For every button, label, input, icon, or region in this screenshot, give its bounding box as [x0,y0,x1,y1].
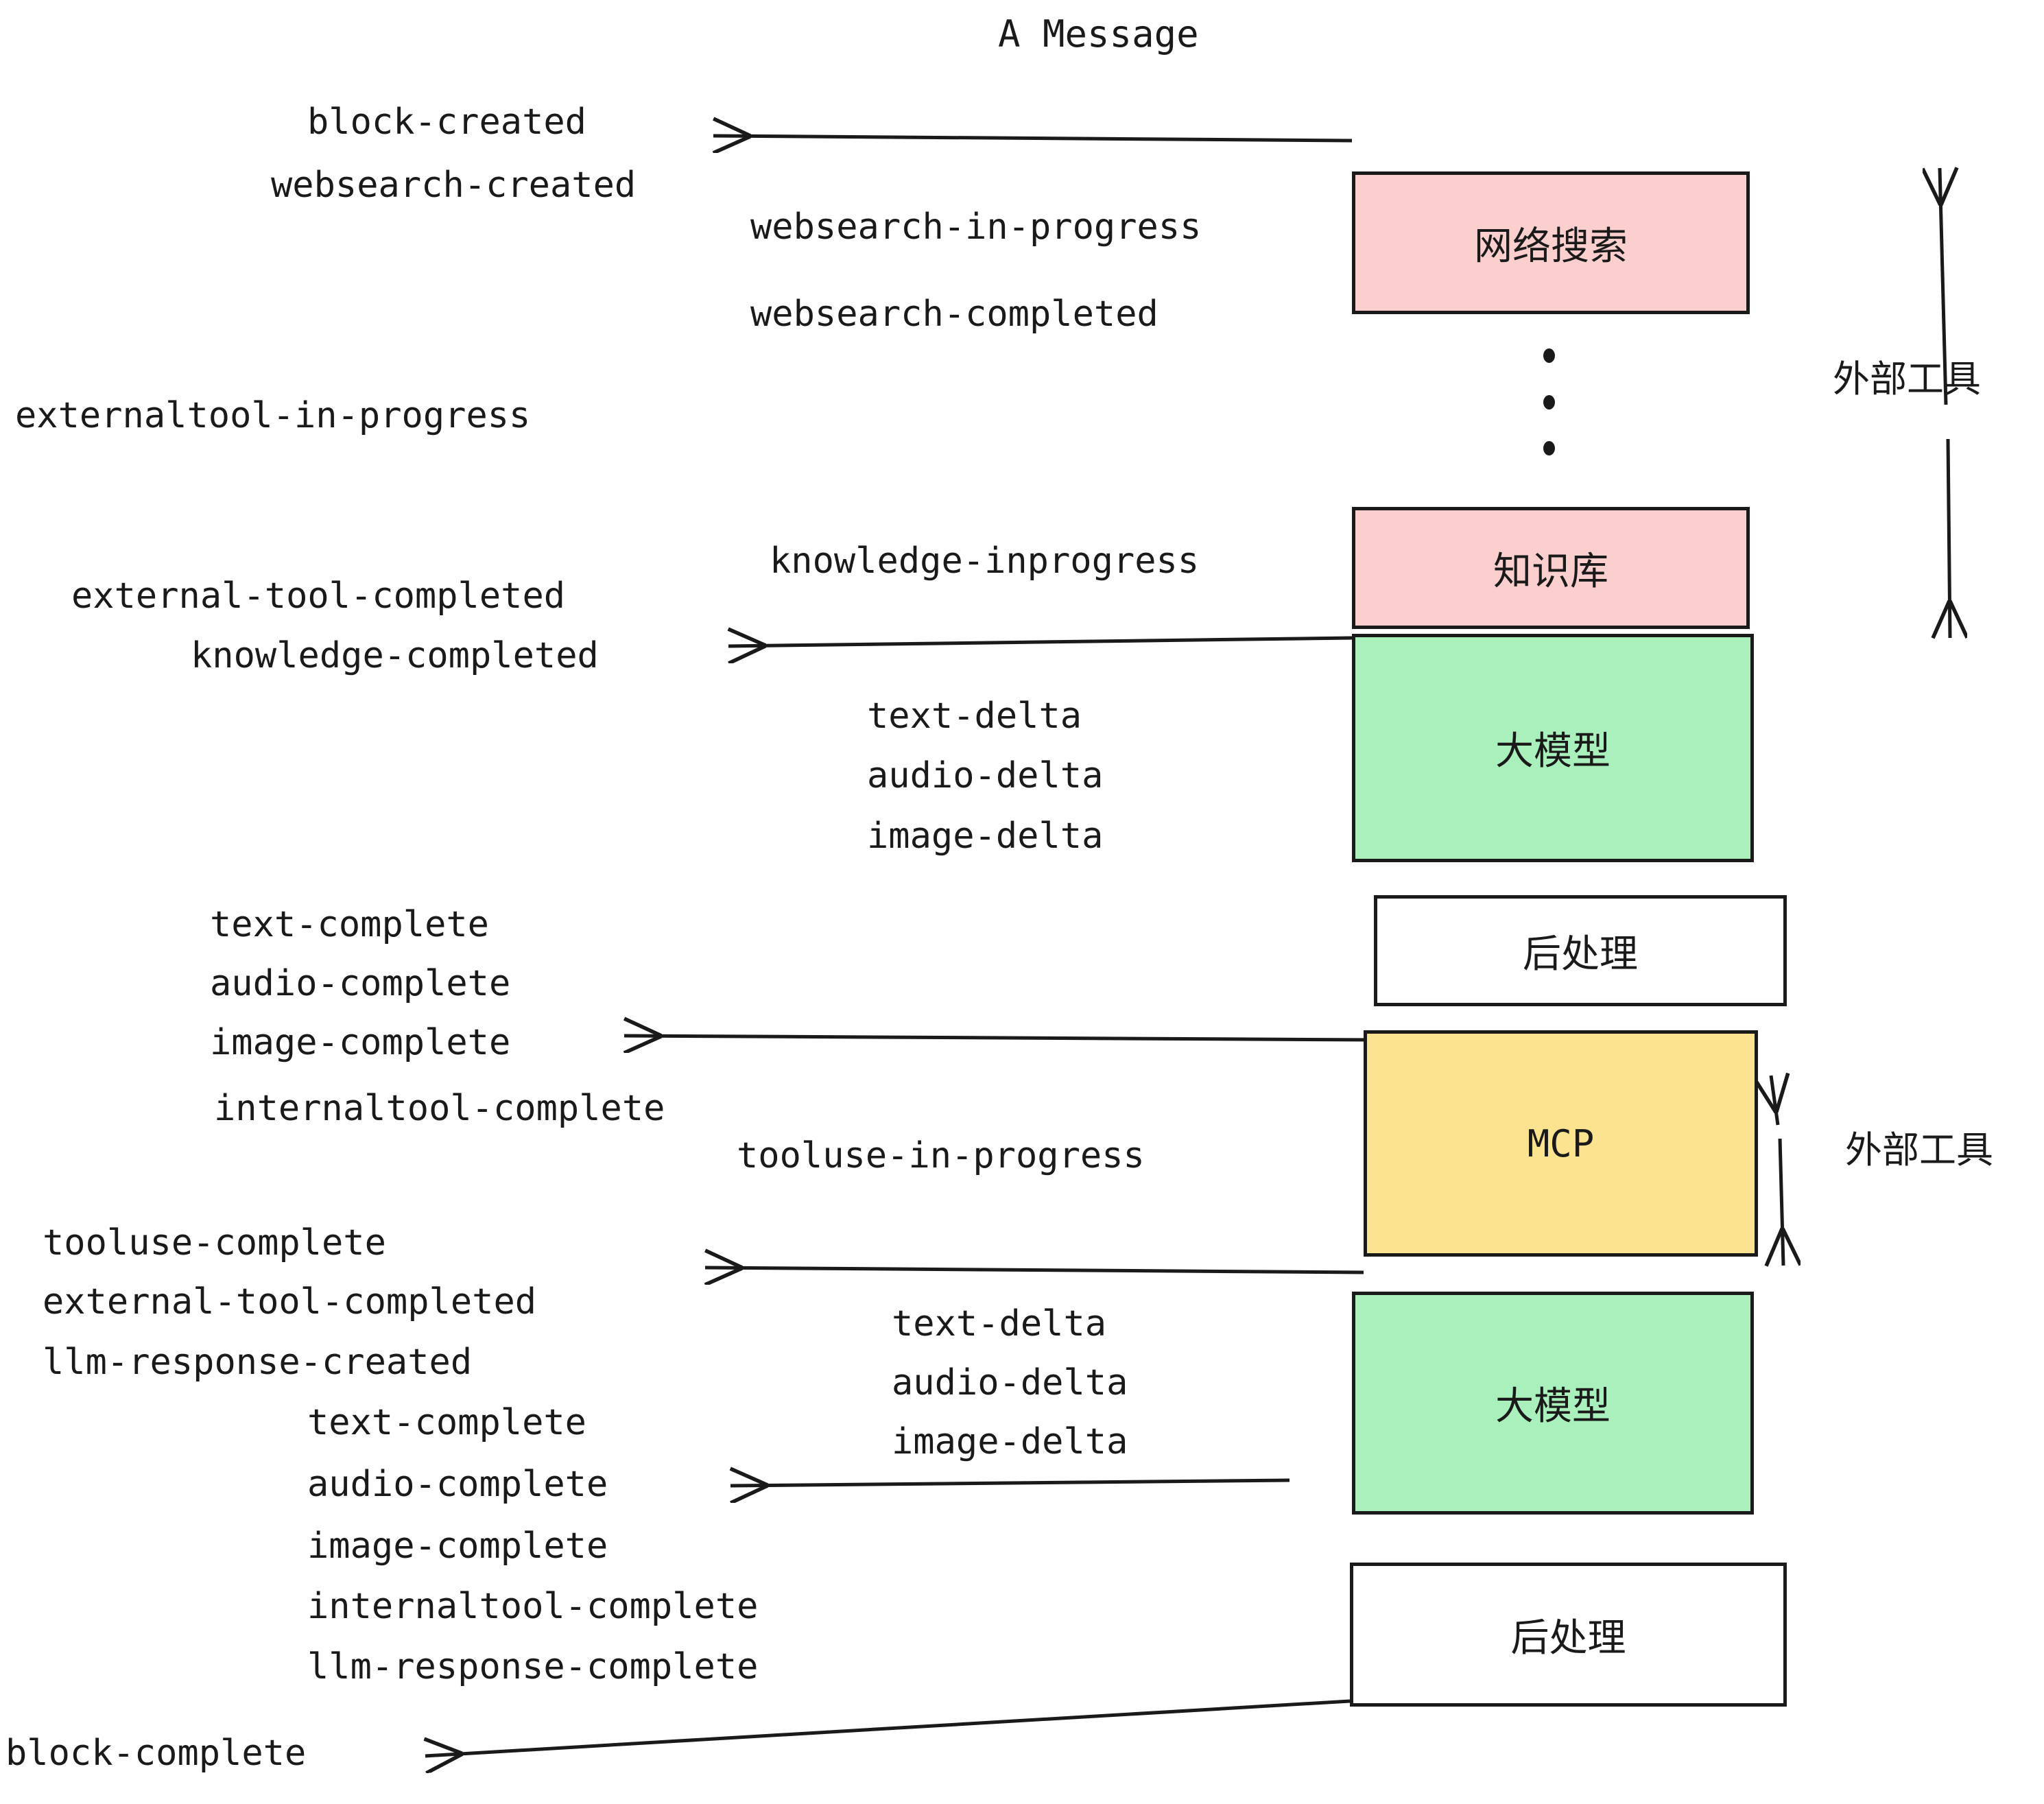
event-label-websearch-created: websearch-created [271,165,637,206]
event-label-externaltool-in-progress: externaltool-in-progress [15,395,531,436]
event-label-audio-complete-1: audio-complete [210,963,511,1004]
node-knowledge-base[interactable]: 知识库 [1352,507,1750,629]
event-label-internaltool-complete-2: internaltool-complete [307,1586,759,1627]
external-tools-bracket-bottom-down [1780,1138,1783,1266]
arrow-websearch-to-left [713,136,1353,141]
event-label-block-complete: block-complete [5,1733,307,1774]
event-label-block-created: block-created [307,102,586,143]
event-label-image-complete-1: image-complete [210,1022,511,1063]
event-label-audio-complete-2: audio-complete [307,1464,608,1505]
event-label-tooluse-in-progress: tooluse-in-progress [737,1135,1145,1176]
event-label-audio-delta-1: audio-delta [867,755,1104,796]
event-label-websearch-in-progress: websearch-in-progress [750,206,1202,248]
arrow-knowledge-to-left [728,638,1353,646]
arrow-postprocessing-2-to-left [425,1699,1351,1756]
event-label-image-delta-1: image-delta [867,816,1104,857]
event-label-text-complete-1: text-complete [210,904,489,945]
event-label-tooluse-complete: tooluse-complete [43,1222,386,1263]
node-llm-2-label: 大模型 [1495,1384,1611,1429]
arrow-postprocessing-1-to-left [624,1036,1375,1040]
node-mcp-label: MCP [1527,1121,1595,1165]
event-label-text-delta-2: text-delta [892,1303,1107,1344]
external-tools-bracket-top-up [1940,168,1946,405]
node-websearch[interactable]: 网络搜索 [1352,171,1750,314]
event-label-websearch-completed: websearch-completed [750,294,1158,335]
node-llm-1-label: 大模型 [1495,729,1611,774]
event-label-llm-response-created: llm-response-created [43,1342,473,1383]
event-label-image-delta-2: image-delta [892,1421,1128,1462]
node-websearch-label: 网络搜索 [1474,224,1628,269]
node-postprocessing-1[interactable]: 后处理 [1374,895,1787,1006]
ellipsis-dot [1543,348,1555,363]
arrow-mcp-to-left [705,1268,1364,1272]
node-postprocessing-2-label: 后处理 [1510,1615,1626,1661]
event-label-knowledge-completed: knowledge-completed [191,635,599,676]
event-label-external-tool-completed-1: external-tool-completed [71,575,566,617]
event-label-knowledge-inprogress: knowledge-inprogress [770,541,1200,582]
node-knowledge-base-label: 知识库 [1493,549,1608,594]
node-llm-1[interactable]: 大模型 [1352,634,1754,862]
diagram-title: A Message [998,12,1199,56]
event-label-image-complete-2: image-complete [307,1526,608,1567]
event-label-internaltool-complete-1: internaltool-complete [214,1088,665,1129]
external-tools-bracket-bottom-up [1771,1076,1778,1126]
external-tools-label-top: 外部工具 [1833,357,1981,401]
event-label-text-complete-2: text-complete [307,1402,586,1443]
vertical-ellipsis-icon [1542,348,1556,455]
ellipsis-dot [1543,441,1555,455]
node-llm-2[interactable]: 大模型 [1352,1292,1754,1515]
external-tools-bracket-top-down [1948,438,1950,638]
node-mcp[interactable]: MCP [1364,1030,1758,1257]
external-tools-label-bottom: 外部工具 [1845,1128,1993,1172]
event-label-audio-delta-2: audio-delta [892,1362,1128,1403]
event-label-llm-response-complete: llm-response-complete [307,1646,759,1687]
node-postprocessing-2[interactable]: 后处理 [1350,1563,1787,1707]
arrow-llm-2-to-left [730,1480,1290,1486]
event-label-external-tool-completed-2: external-tool-completed [43,1281,537,1322]
ellipsis-dot [1543,394,1555,410]
node-postprocessing-1-label: 后处理 [1523,931,1638,977]
event-label-text-delta-1: text-delta [867,696,1082,737]
